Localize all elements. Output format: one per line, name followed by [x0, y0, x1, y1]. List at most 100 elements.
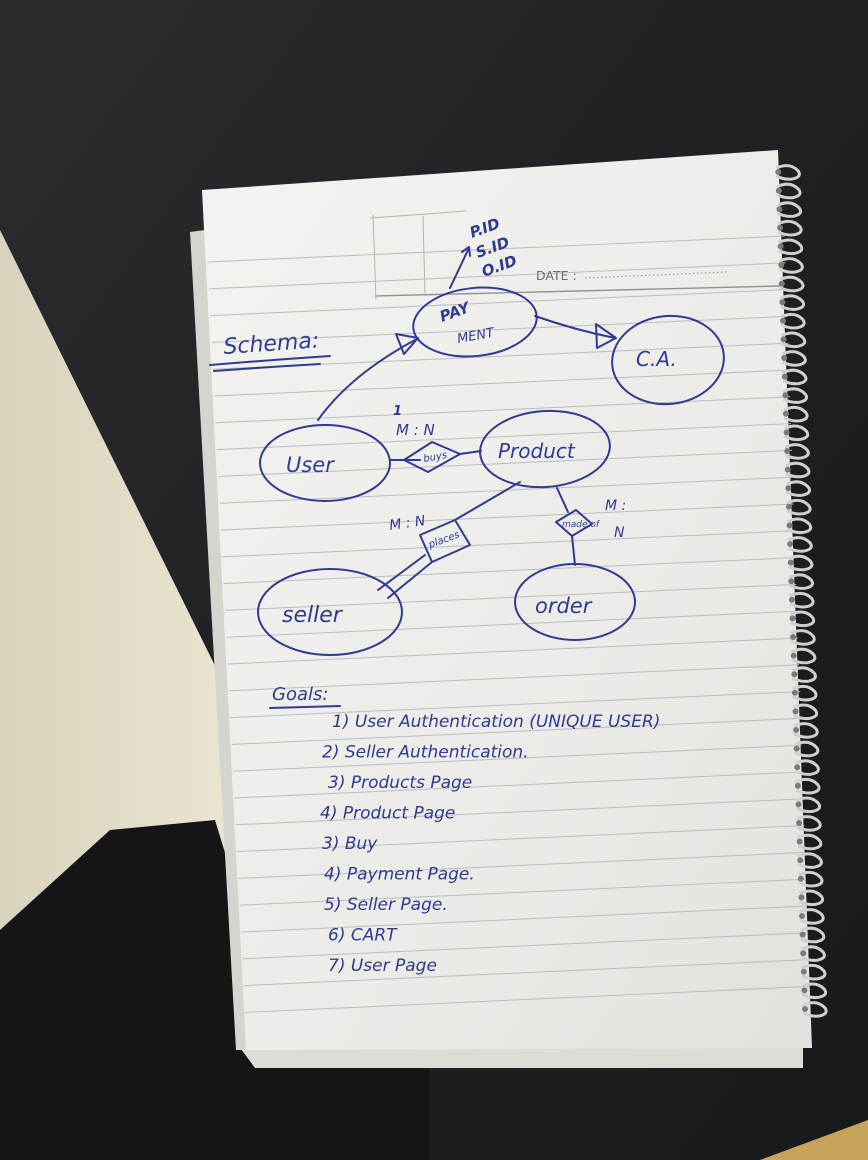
goals-heading: Goals: [272, 684, 328, 705]
spiral-coil [783, 405, 809, 423]
spiral-coil [789, 591, 815, 609]
spiral-coil [785, 461, 811, 479]
spiral-coil [796, 815, 822, 832]
spiral-hole [798, 894, 805, 901]
spiral-hole [778, 262, 785, 268]
goal-item: 5) Seller Page. [324, 895, 448, 915]
places-relationship [419, 519, 471, 563]
page-edge-left [190, 230, 247, 1050]
user-to-payment-arrow [395, 333, 419, 355]
seller-places-link-1 [377, 554, 426, 591]
dark-cloth [0, 820, 430, 1160]
rule-line [208, 262, 786, 290]
spiral-coil [784, 443, 810, 460]
spiral-coil [797, 852, 823, 869]
card-madeof-m: M : [605, 498, 626, 514]
seller-places-link-2 [387, 561, 433, 599]
yellow-corner [760, 1120, 868, 1160]
spiral-coil [791, 666, 817, 683]
spiral-hole [790, 634, 797, 640]
rule-line [239, 878, 807, 906]
spiral-hole [791, 671, 798, 678]
schema-underline-2 [213, 363, 321, 372]
spiral-coil [781, 350, 807, 367]
goal-item: 4) Payment Page. [324, 865, 475, 885]
spiral-coil [795, 796, 822, 814]
madeof-relationship [555, 509, 593, 537]
spiral-coil [794, 759, 820, 776]
spiral-coil [799, 926, 826, 944]
spiral-hole [797, 875, 804, 882]
spiral-coil [780, 312, 806, 330]
spiral-coil [802, 1001, 828, 1018]
spiral-hole [791, 689, 798, 696]
attr-arrowhead [461, 246, 471, 257]
spiral-hole [789, 615, 796, 622]
spiral-coil [779, 294, 806, 311]
rule-line [237, 825, 805, 853]
spiral-coil [782, 387, 809, 404]
spiral-hole [793, 745, 800, 752]
spiral-hole [788, 596, 795, 603]
spiral-hole [790, 652, 797, 659]
payment-to-ca-arrow [595, 323, 617, 349]
rule-line [222, 530, 795, 558]
spiral-coil [787, 536, 813, 553]
spiral-coil [801, 982, 828, 1000]
printed-header-box [369, 210, 467, 301]
spiral-coil [797, 833, 823, 851]
spiral-coil [798, 870, 824, 888]
spiral-hole [781, 373, 788, 380]
spiral-hole [796, 820, 803, 826]
spiral-coil [799, 908, 825, 925]
goals-list: 1) User Authentication (UNIQUE USER)2) S… [320, 712, 660, 976]
spiral-hole [787, 541, 794, 547]
rule-line [214, 369, 790, 397]
spiral-hole [799, 913, 806, 919]
spiral-coil [794, 740, 820, 758]
spiral-coil [777, 238, 804, 256]
rule-line [218, 449, 792, 477]
spiral-coil [788, 554, 814, 572]
rule-line [220, 503, 794, 531]
rule-line [243, 959, 809, 987]
spiral-coil [782, 368, 808, 386]
attr-arrow [449, 249, 469, 289]
spiral-hole [794, 782, 801, 789]
spiral-hole [799, 931, 806, 938]
spiral-coil [800, 945, 826, 962]
spiral-hole [785, 485, 792, 492]
payment-to-ca-line [534, 315, 616, 339]
spiral-hole [788, 578, 795, 585]
card-buys: M : N [396, 421, 435, 439]
spiral-coil [775, 164, 801, 181]
spiral-hole [802, 1006, 809, 1012]
rule-line [235, 798, 804, 826]
rule-line [231, 717, 801, 745]
rule-line [216, 423, 792, 451]
spiral-hole [801, 987, 808, 994]
rule-line [241, 905, 807, 933]
spiral-coil [792, 703, 819, 721]
user-label: User [286, 453, 335, 477]
spiral-coil [778, 257, 804, 274]
product-madeof-link [556, 487, 569, 513]
spiral-coil [789, 610, 816, 628]
spiral-hole [792, 708, 799, 715]
rule-line [210, 289, 787, 317]
card-places: M : N [388, 513, 427, 534]
spiral-binding [775, 164, 828, 1018]
spiral-coil [798, 889, 825, 907]
spiral-hole [779, 299, 786, 306]
spiral-hole [795, 801, 802, 808]
goal-item: 7) User Page [328, 956, 437, 976]
product-entity [479, 409, 611, 489]
spiral-coil [788, 573, 814, 590]
goal-item: 2) Seller Authentication. [322, 743, 529, 763]
spiral-hole [785, 503, 792, 510]
rule-line [233, 744, 802, 772]
payment-entity [412, 286, 538, 358]
rule-line [242, 932, 808, 960]
spiral-hole [777, 224, 784, 231]
spiral-hole [787, 559, 794, 566]
